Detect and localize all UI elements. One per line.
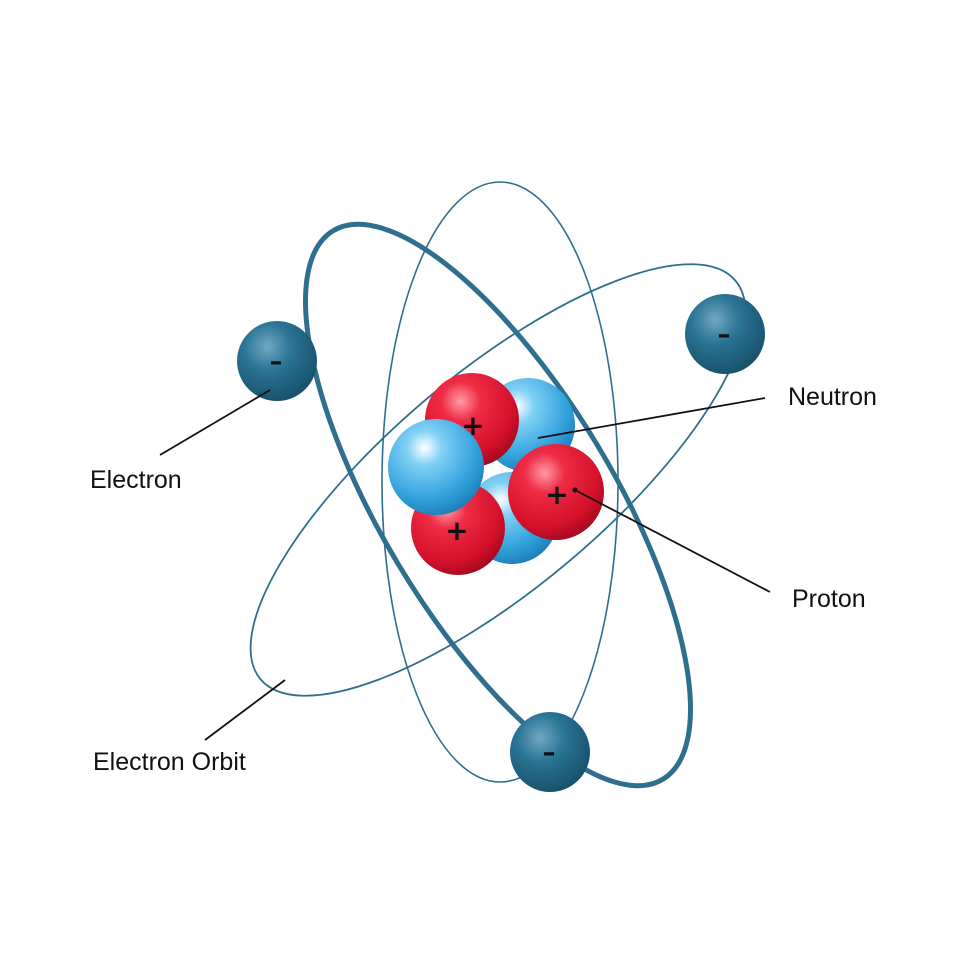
- electron-right: [685, 294, 765, 374]
- proton-top-sign: +: [461, 409, 484, 442]
- leader-lines: [159, 389, 771, 741]
- label-proton: Proton: [792, 585, 866, 613]
- orbit-tilted-right: [303, 221, 693, 789]
- label-electron: Electron: [90, 466, 182, 494]
- orbit-tilted-left: [249, 263, 747, 697]
- electron-left-sign: –: [270, 347, 283, 377]
- label-electron-orbit: Electron Orbit: [93, 748, 246, 776]
- electron-bottom-sign: –: [543, 738, 556, 768]
- electrons: – – –: [237, 294, 765, 792]
- proton-right: [508, 444, 604, 540]
- neutron-left: [388, 419, 484, 515]
- labels: Electron Neutron Proton Electron Orbit: [90, 383, 877, 776]
- electron-right-sign: –: [718, 320, 731, 350]
- electron-bottom: [510, 712, 590, 792]
- leader-electron-orbit: [204, 679, 286, 741]
- leader-proton: [574, 489, 771, 593]
- leader-electron: [159, 389, 271, 456]
- leader-proton-dot: [572, 487, 578, 493]
- leader-neutron: [537, 397, 766, 439]
- proton-bottom-sign: +: [445, 514, 468, 547]
- proton-right-sign: +: [545, 478, 568, 511]
- nucleus: + + +: [388, 373, 604, 575]
- orbits: [249, 181, 747, 789]
- electron-left: [237, 321, 317, 401]
- label-neutron: Neutron: [788, 383, 877, 411]
